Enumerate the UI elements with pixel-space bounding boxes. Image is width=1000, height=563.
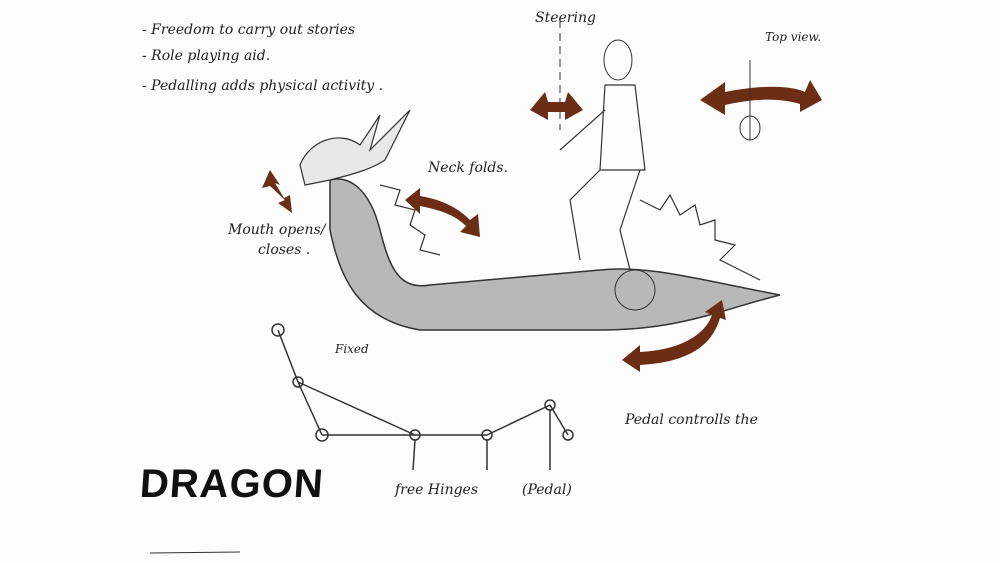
- rocking-arrow-icon: [622, 300, 726, 372]
- note-2: - Role playing aid.: [142, 48, 271, 64]
- label-steering: Steering: [535, 10, 596, 26]
- label-mouth-1: Mouth opens/: [228, 222, 326, 238]
- steering-arrow-icon: [530, 92, 583, 120]
- linkage-mechanism: [271, 323, 574, 471]
- note-1: - Freedom to carry out stories: [142, 22, 356, 38]
- label-fixed: Fixed: [335, 342, 369, 356]
- dragon-head: [299, 109, 411, 186]
- rider-head: [603, 39, 633, 81]
- label-neck-folds: Neck folds.: [428, 160, 508, 176]
- label-free-hinges: free Hinges: [395, 482, 479, 498]
- neck-spikes: [379, 184, 441, 256]
- back-spikes: [639, 193, 761, 281]
- mouth-arrow-icon: [262, 170, 292, 213]
- label-pedal: (Pedal): [522, 482, 572, 498]
- label-top-view: Top view.: [765, 30, 822, 44]
- note-3: - Pedalling adds physical activity .: [142, 78, 384, 94]
- sketch-title: DRAGON: [138, 462, 326, 506]
- top-view-arrow-icon: [700, 80, 822, 115]
- motion-arrows: [262, 80, 822, 372]
- pedal-wheel: [614, 269, 656, 311]
- label-pedal-controls: Pedal controlls the: [625, 412, 758, 428]
- label-mouth-2: closes .: [258, 242, 311, 258]
- neck-arrow-icon: [405, 188, 480, 237]
- dragon-body: [329, 178, 781, 331]
- rider-body: [559, 84, 646, 271]
